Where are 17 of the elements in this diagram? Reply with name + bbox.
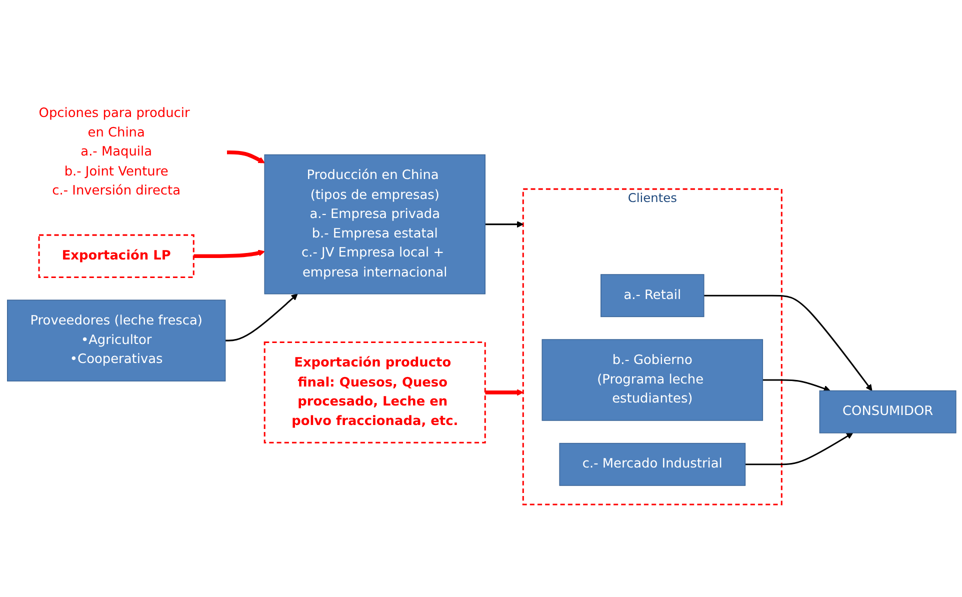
arrow — [485, 220, 524, 228]
arrow — [194, 250, 265, 258]
node-box: Proveedores (leche fresca) •Agricultor •Cooperativas — [7, 300, 226, 382]
arrow — [225, 294, 298, 342]
arrow — [485, 389, 524, 396]
node-box: Exportación LP — [38, 234, 194, 278]
node-text: Opciones para producir en China a.- Maquila b.- Joint Venture c.- Inversión directa — [38, 105, 190, 198]
node-box: Producción en China (tipos de empresas) a.- Empresa privada b.- Empresa estatal c.- JV Empresa local + empresa internacional — [264, 154, 486, 294]
arrow — [226, 150, 265, 164]
node-box: c.- Mercado Industrial — [559, 442, 746, 486]
node-box: b.- Gobierno (Programa leche estudiantes) — [542, 339, 764, 421]
node-box: a.- Retail — [600, 274, 704, 318]
node-box: CONSUMIDOR — [819, 390, 956, 434]
arrow — [745, 432, 854, 466]
arrow — [704, 294, 872, 392]
node-box: Exportación producto final: Quesos, Queso procesado, Leche en polvo fraccionada, etc. — [264, 342, 486, 444]
arrow — [762, 379, 830, 392]
